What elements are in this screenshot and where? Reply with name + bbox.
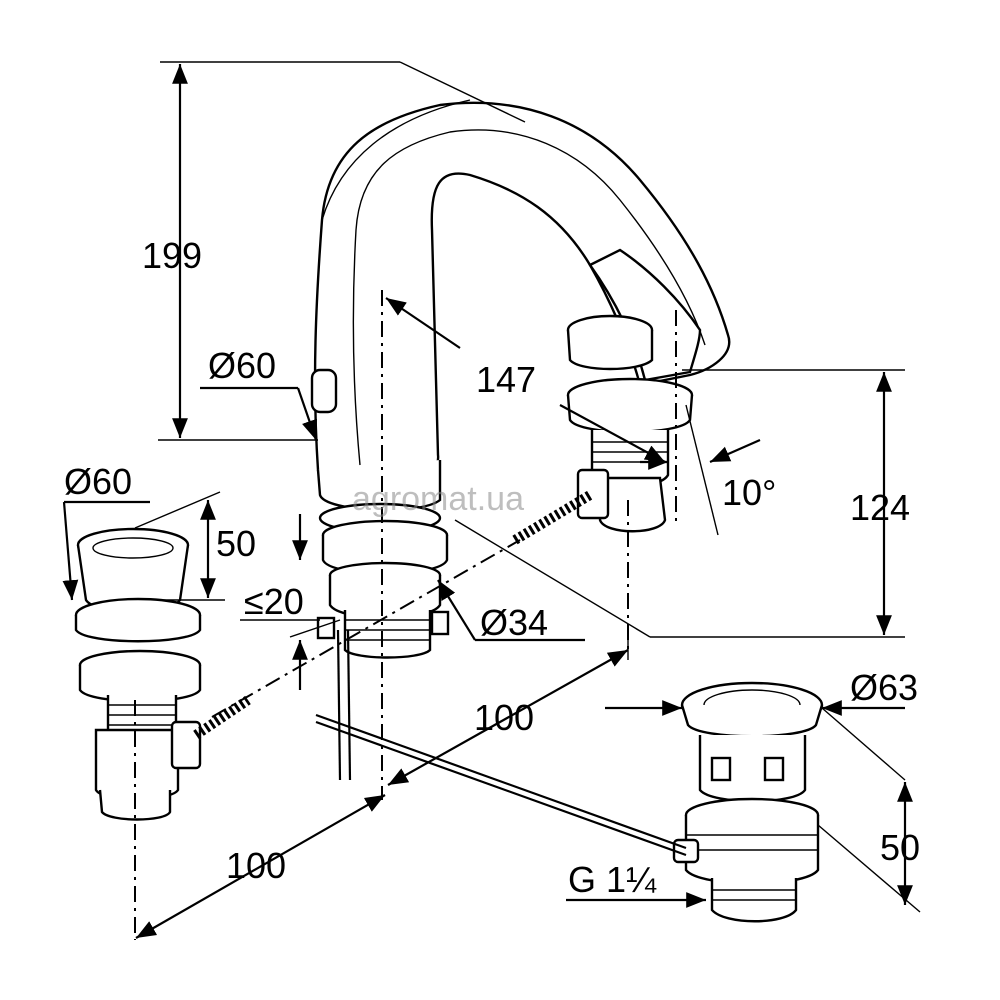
dim-hole-diameter: Ø34 xyxy=(480,602,548,643)
dim-waste-diameter: Ø63 xyxy=(850,667,918,708)
right-valve xyxy=(512,377,694,545)
dim-spacing-right: 100 xyxy=(474,697,534,738)
dim-handle-diameter: Ø60 xyxy=(64,461,132,502)
dim-waste-thread: G 1¼ xyxy=(568,859,657,900)
dim-deck-thickness: ≤20 xyxy=(244,581,304,622)
waste-assembly xyxy=(315,681,824,923)
dim-waste-height: 50 xyxy=(880,827,920,868)
watermark-text: agromat.ua xyxy=(352,480,524,518)
dim-spout-reach: 147 xyxy=(476,359,536,400)
spout-assembly xyxy=(310,99,731,781)
dim-spout-angle: 10° xyxy=(722,472,776,513)
center-lines xyxy=(134,290,677,940)
dim-height-total: 199 xyxy=(142,235,202,276)
dimension-labels: 199 147 Ø60 124 10° Ø60 50 ≤20 Ø34 100 1… xyxy=(64,235,920,900)
dim-spacing-left: 100 xyxy=(226,845,286,886)
dim-spout-base-diameter: Ø60 xyxy=(208,345,276,386)
dim-spout-height: 124 xyxy=(850,487,910,528)
dim-handle-height: 50 xyxy=(216,523,256,564)
left-valve xyxy=(74,527,251,821)
dimension-lines xyxy=(62,61,921,939)
